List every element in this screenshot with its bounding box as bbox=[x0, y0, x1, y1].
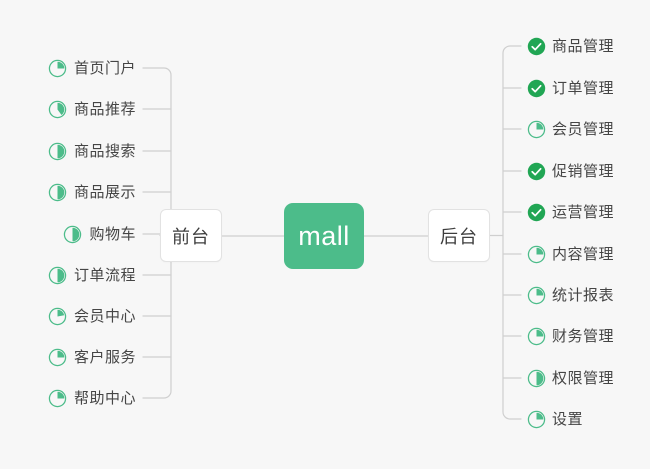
leaf-item-label: 商品搜索 bbox=[73, 142, 136, 160]
leaf-item-商品推荐[interactable]: 商品推荐 bbox=[48, 96, 136, 122]
leaf-item-label: 设置 bbox=[552, 410, 584, 428]
leaf-item-帮助中心[interactable]: 帮助中心 bbox=[48, 385, 136, 411]
leaf-item-订单管理[interactable]: 订单管理 bbox=[527, 75, 614, 101]
pie-progress-icon bbox=[48, 142, 67, 160]
pie-progress-icon bbox=[527, 327, 546, 345]
pie-progress-icon bbox=[527, 286, 546, 304]
leaf-item-label: 购物车 bbox=[89, 225, 136, 243]
leaf-item-会员中心[interactable]: 会员中心 bbox=[48, 303, 136, 329]
leaf-item-统计报表[interactable]: 统计报表 bbox=[527, 282, 614, 308]
leaf-item-商品管理[interactable]: 商品管理 bbox=[527, 33, 614, 59]
pie-progress-icon bbox=[48, 307, 67, 325]
check-circle-icon bbox=[527, 79, 546, 97]
leaf-item-购物车[interactable]: 购物车 bbox=[63, 221, 136, 247]
pie-progress-icon bbox=[527, 245, 546, 263]
leaf-item-首页门户[interactable]: 首页门户 bbox=[48, 55, 136, 81]
pie-progress-icon bbox=[527, 369, 546, 387]
pie-progress-icon bbox=[48, 389, 67, 407]
leaf-item-label: 内容管理 bbox=[552, 245, 615, 263]
leaf-item-商品搜索[interactable]: 商品搜索 bbox=[48, 138, 136, 164]
pie-progress-icon bbox=[527, 410, 546, 428]
leaf-item-客户服务[interactable]: 客户服务 bbox=[48, 344, 136, 370]
pie-progress-icon bbox=[48, 59, 67, 77]
leaf-item-运营管理[interactable]: 运营管理 bbox=[527, 199, 614, 225]
check-circle-icon bbox=[527, 37, 546, 55]
pie-progress-icon bbox=[48, 100, 67, 118]
root-node-mall[interactable]: mall bbox=[284, 203, 364, 269]
leaf-item-内容管理[interactable]: 内容管理 bbox=[527, 241, 614, 267]
leaf-item-label: 商品管理 bbox=[552, 37, 615, 55]
leaf-item-权限管理[interactable]: 权限管理 bbox=[527, 365, 614, 391]
leaf-item-label: 订单管理 bbox=[552, 79, 615, 97]
root-node-label: mall bbox=[298, 220, 350, 251]
branch-node-backend-label: 后台 bbox=[440, 226, 478, 247]
branch-node-frontend[interactable]: 前台 bbox=[160, 209, 222, 262]
check-circle-icon bbox=[527, 162, 546, 180]
check-circle-icon bbox=[527, 203, 546, 221]
leaf-item-label: 促销管理 bbox=[552, 162, 615, 180]
pie-progress-icon bbox=[48, 266, 67, 284]
leaf-item-促销管理[interactable]: 促销管理 bbox=[527, 158, 614, 184]
leaf-item-label: 订单流程 bbox=[73, 266, 136, 284]
pie-progress-icon bbox=[48, 348, 67, 366]
leaf-item-商品展示[interactable]: 商品展示 bbox=[48, 179, 136, 205]
branch-node-frontend-label: 前台 bbox=[172, 226, 210, 247]
pie-progress-icon bbox=[527, 120, 546, 138]
pie-progress-icon bbox=[64, 225, 82, 243]
leaf-item-label: 客户服务 bbox=[73, 348, 136, 366]
leaf-item-label: 帮助中心 bbox=[73, 389, 136, 407]
leaf-item-label: 会员管理 bbox=[552, 120, 615, 138]
leaf-item-label: 统计报表 bbox=[552, 286, 615, 304]
branch-node-backend[interactable]: 后台 bbox=[428, 209, 490, 262]
leaf-item-label: 首页门户 bbox=[73, 59, 136, 77]
leaf-item-label: 权限管理 bbox=[552, 369, 615, 387]
leaf-item-label: 会员中心 bbox=[73, 307, 136, 325]
pie-progress-icon bbox=[48, 183, 67, 201]
leaf-item-label: 商品展示 bbox=[73, 183, 136, 201]
leaf-item-label: 财务管理 bbox=[552, 327, 615, 345]
leaf-item-设置[interactable]: 设置 bbox=[527, 406, 583, 432]
leaf-item-财务管理[interactable]: 财务管理 bbox=[527, 323, 614, 349]
leaf-item-label: 运营管理 bbox=[552, 203, 615, 221]
leaf-item-会员管理[interactable]: 会员管理 bbox=[527, 116, 614, 142]
leaf-item-label: 商品推荐 bbox=[73, 100, 136, 118]
leaf-item-订单流程[interactable]: 订单流程 bbox=[48, 262, 136, 288]
